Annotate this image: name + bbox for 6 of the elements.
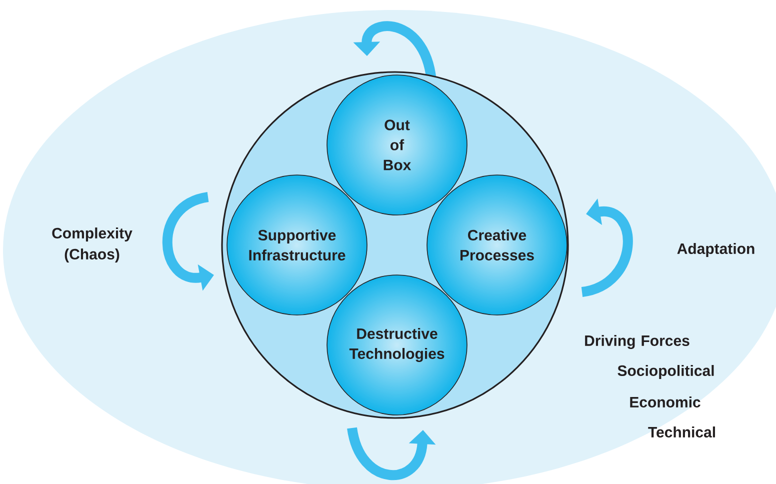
side-label: Complexity (Chaos) (52, 228, 132, 262)
side-label: Economic (630, 396, 700, 408)
side-label: Driving Forces (585, 334, 690, 350)
side-label: Adaptation (677, 243, 754, 257)
side-label: Technical (648, 426, 715, 438)
side-label: Sociopolitical (618, 365, 714, 379)
